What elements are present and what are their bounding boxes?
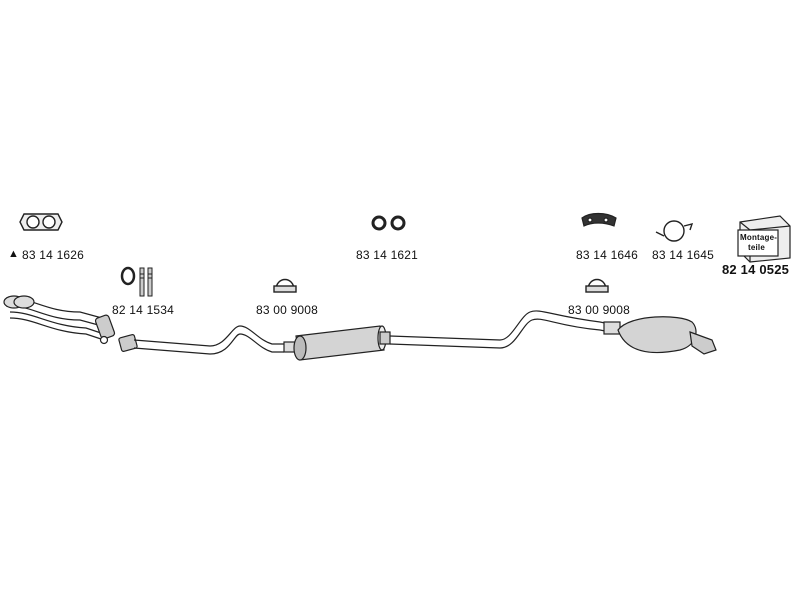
part-number-hanger-right: 83 14 1645 (652, 248, 715, 262)
part-number-gasket-pair: 83 14 1621 (356, 248, 419, 262)
rear-muffler (603, 316, 717, 355)
mounting-kit-box-icon (737, 215, 791, 263)
part-number-clamp-rear: 83 00 9008 (568, 303, 631, 317)
clamp-rear-icon (585, 278, 609, 293)
bracket-hanger-icon (655, 220, 694, 242)
double-gasket-icon (19, 213, 63, 231)
rubber-hanger-icon (581, 212, 617, 227)
part-number-hanger-left: 83 14 1646 (576, 248, 639, 262)
front-downpipe (3, 295, 116, 345)
rear-pipe (389, 310, 611, 349)
part-number-gasket-front: 83 14 1626 (22, 248, 85, 262)
center-muffler (283, 325, 391, 361)
part-number-clamp-mid: 83 00 9008 (256, 303, 319, 317)
ring-pair-icon (371, 215, 406, 231)
part-marker-triangle: ▲ (8, 248, 20, 260)
part-number-seal-bolts: 82 14 1534 (112, 303, 175, 317)
bolts-icon (139, 267, 153, 297)
seal-ring-icon (120, 266, 136, 286)
mounting-kit-box-text-2: teile (748, 243, 766, 252)
intermediate-pipe (118, 325, 284, 355)
part-number-mounting-kit: 82 14 0525 (722, 262, 790, 277)
mounting-kit-box-text-1: Montage- (740, 233, 778, 242)
clamp-mid-icon (273, 278, 297, 293)
